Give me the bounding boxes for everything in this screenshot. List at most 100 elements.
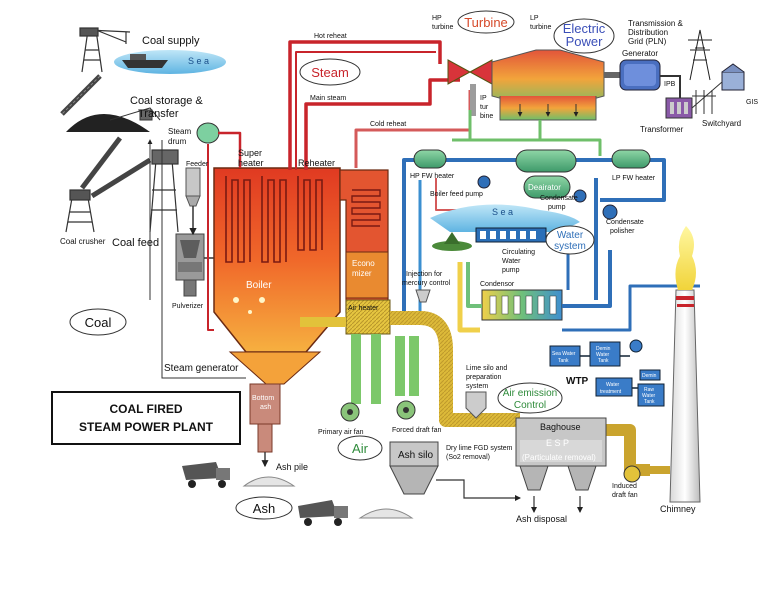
ipb-label: IPB <box>664 81 676 88</box>
baghouse-esp <box>515 417 607 491</box>
induced-fan-label-2: draft fan <box>612 492 638 499</box>
condensor-pipes <box>457 242 700 333</box>
bubbles <box>69 10 615 520</box>
condensate-polisher-label-1: Condensate <box>606 219 644 226</box>
turbine-arrows <box>517 104 579 117</box>
lp-turbine-label-2: turbine <box>530 24 552 31</box>
induced-draft-fan-icon <box>623 465 641 483</box>
coal-feed-label: Coal feed <box>112 237 159 249</box>
dump-truck-icon <box>182 462 230 488</box>
air-heater <box>345 299 391 335</box>
condensate-polisher-icon <box>602 204 618 220</box>
air-heater-label: Air heater <box>348 305 379 312</box>
transformer-icon <box>665 97 693 119</box>
raw-water-tank <box>637 383 665 407</box>
demin-label: Demin <box>642 373 657 379</box>
coal-conveyor-2 <box>80 136 122 190</box>
chimney <box>669 226 701 503</box>
crane-icon <box>79 27 131 73</box>
condensate-polisher-label-2: polisher <box>610 228 635 235</box>
air-label: Air <box>352 441 369 456</box>
ip-turbine-label-1: IP <box>480 95 487 102</box>
gis-icon <box>721 63 745 91</box>
title-line-2: STEAM POWER PLANT <box>79 420 214 434</box>
transmission-tower-icon <box>688 29 712 81</box>
ship-icon <box>122 54 168 68</box>
air-emission-label-2: Control <box>514 400 546 411</box>
title-box <box>51 391 241 445</box>
raw-water-label-3: Tank <box>644 399 655 405</box>
demin-unit <box>639 369 661 381</box>
ash-pile-label: Ash pile <box>276 462 308 472</box>
water-treatment-label-1: Water <box>606 382 619 388</box>
steam-generator-frame <box>160 140 166 378</box>
sea-water-tank-label-1: Sea Water <box>552 351 576 357</box>
superheater-coils <box>225 176 323 263</box>
water-system-label-1: Water <box>557 230 584 241</box>
electric-label-1: Electric <box>563 21 606 36</box>
flame-icons <box>233 297 265 314</box>
super-heater-label-2: heater <box>238 158 264 168</box>
water-treatment-label-2: treatment <box>600 389 622 395</box>
electric-power-bubble <box>553 18 615 54</box>
hp-turbine <box>447 59 472 85</box>
flue-gas-duct <box>300 311 650 476</box>
lime-silo <box>465 391 487 419</box>
turbine-bubble <box>457 10 515 34</box>
deaerator-tank <box>515 149 577 199</box>
water-system-bubble <box>545 225 595 255</box>
bottom-ash-label-1: Bottom <box>252 395 274 402</box>
air-emission-bubble <box>497 382 563 414</box>
coal-supply-section <box>60 27 226 297</box>
air-emission-label-1: Air emission <box>503 388 557 399</box>
coal-storage-label-2: Transfer <box>138 108 179 120</box>
pumps <box>477 175 618 220</box>
feeder-tower-icon <box>149 149 179 233</box>
coal-pile <box>66 114 150 132</box>
wtp-section <box>549 339 665 407</box>
esp-label-1: E S P <box>546 438 569 448</box>
ip-turbine <box>470 84 476 116</box>
sea-mid-label: S e a <box>492 207 513 217</box>
turbine-label: Turbine <box>464 15 508 30</box>
lp-fw-heater-label: LP FW heater <box>612 175 656 182</box>
ash-silo <box>389 441 439 495</box>
hp-turbine-label-1: HP <box>432 15 442 22</box>
coal-conveyor-3 <box>90 157 152 199</box>
title-line-1: COAL FIRED <box>109 402 182 416</box>
gis-label: GIS <box>746 99 758 106</box>
coal-crusher-icon <box>65 189 95 233</box>
reheater-coils <box>351 189 381 227</box>
coal-supply-label: Coal supply <box>142 35 200 47</box>
condensate-pump-icon <box>573 189 587 203</box>
lime-silo-label-2: preparation <box>466 374 502 381</box>
transmission-label-3: Grid (PLN) <box>628 37 667 46</box>
generator-label: Generator <box>622 49 658 58</box>
fgd-label-1: Dry lime FGD system <box>446 445 513 452</box>
esp-label-2: (Particulate removal) <box>522 453 596 462</box>
economizer-label-1: Econo <box>352 259 375 268</box>
air-ducts <box>351 334 419 404</box>
lp-fw-heater <box>611 149 651 169</box>
steam-drum-label-2: drum <box>168 137 187 146</box>
ip-turbine-label-3: bine <box>480 113 493 120</box>
condensor-label: Condensor <box>480 281 515 288</box>
economizer-label-2: mizer <box>352 269 372 278</box>
mercury-injection <box>415 289 431 303</box>
hp-turbine-label-2: turbine <box>432 24 454 31</box>
forced-draft-fan-label: Forced draft fan <box>392 427 442 434</box>
hp-fw-heater <box>413 149 447 169</box>
sea-top-label: S e a <box>188 56 209 66</box>
deaerator-label: Deairator <box>528 183 561 192</box>
circ-pump-label-2: Water <box>502 258 521 265</box>
fgd-label-2: (So2 removal) <box>446 454 490 461</box>
text-layer: COAL FIRED STEAM POWER PLANT Turbine Ele… <box>60 15 758 524</box>
cold-reheat-label: Cold reheat <box>370 121 406 128</box>
raw-water-label-2: Water <box>642 393 655 399</box>
lime-silo-label-3: system <box>466 383 488 390</box>
ash-silo-label: Ash silo <box>398 450 433 461</box>
injection-label-2: mercury control <box>402 280 451 287</box>
coal-crusher-label: Coal crusher <box>60 237 106 246</box>
main-steam-label: Main steam <box>310 95 346 102</box>
